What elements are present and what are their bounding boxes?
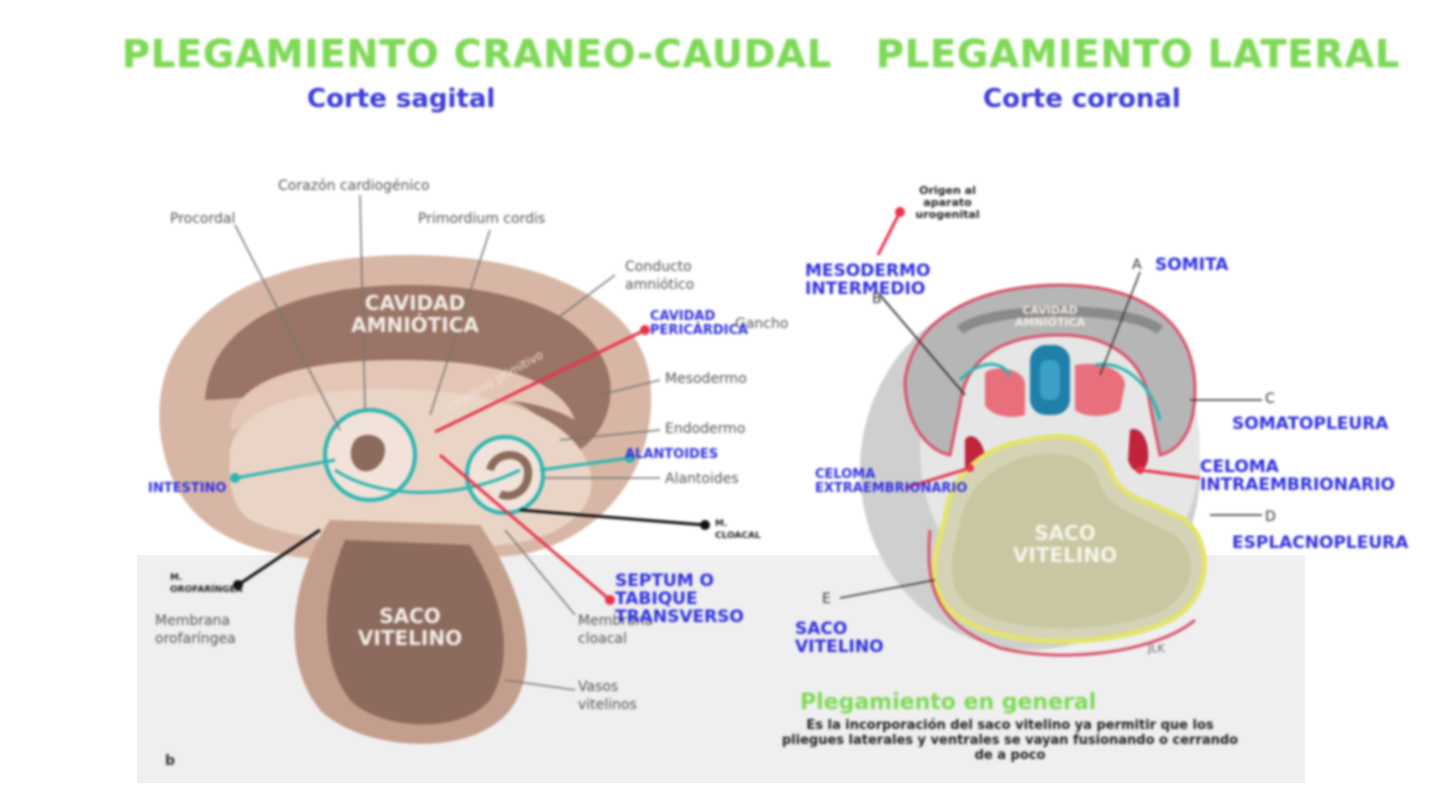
general-title: Plegamiento en general <box>800 690 1096 715</box>
label-somita: SOMITA <box>1155 256 1228 274</box>
letter-d: D <box>1265 508 1276 526</box>
label-alantoides: Alantoides <box>665 470 739 488</box>
label-m-orofaringea: M. OROFARÍNGEA <box>170 572 230 596</box>
label-membrana-orofaringea: Membrana orofaríngea <box>155 612 255 648</box>
credit: JLK <box>1148 640 1165 658</box>
label-vasos-vitelinos: Vasos vitelinos <box>578 678 658 714</box>
label-saco-vitelino-blue: SACO VITELINO <box>795 620 905 656</box>
label-cavidad-amniotica-inner: CAVIDAD AMNIÓTICA <box>1005 305 1095 329</box>
label-esplacnopleura: ESPLACNOPLEURA <box>1232 534 1408 552</box>
letter-b: B <box>872 290 882 308</box>
label-saco-vitelino: SACO VITELINO <box>355 605 465 649</box>
label-saco-vitelino-inner: SACO VITELINO <box>1010 522 1120 566</box>
figure-letter: b <box>165 752 175 770</box>
label-procordal: Procordal <box>170 210 235 228</box>
label-celoma-extraembrionario: CELOMA EXTRAEMBRIONARIO <box>815 468 915 496</box>
label-origen: Origen al aparato urogenital <box>905 185 990 221</box>
label-mesodermo: Mesodermo <box>665 370 747 388</box>
label-celoma-intraembrionario: CELOMA INTRAEMBRIONARIO <box>1200 458 1410 494</box>
label-septum-transverso: SEPTUM O TABIQUE TRANSVERSO <box>615 572 765 626</box>
label-cavidad-amniotica: CAVIDAD AMNIÓTICA <box>330 292 500 336</box>
label-m-cloacal: M. CLOACAL <box>715 518 775 542</box>
label-pericardio: Corazón cardiogénico <box>278 177 430 195</box>
letter-a: A <box>1132 256 1142 274</box>
label-cavidad-pericardica: CAVIDAD PERICÁRDICA <box>650 310 770 338</box>
label-somatopleura: SOMATOPLEURA <box>1232 415 1388 433</box>
label-endodermo: Endodermo <box>665 420 745 438</box>
general-text: Es la incorporación del saco vitelino ya… <box>780 718 1240 763</box>
label-intestino: INTESTINO <box>148 482 226 496</box>
letter-e: E <box>822 590 831 608</box>
label-conducto: Conducto amniótico <box>625 258 715 294</box>
label-primordio: Primordium cordis <box>418 210 545 228</box>
label-alantoides-blue: ALANTOIDES <box>625 448 718 462</box>
letter-c: C <box>1265 390 1275 408</box>
